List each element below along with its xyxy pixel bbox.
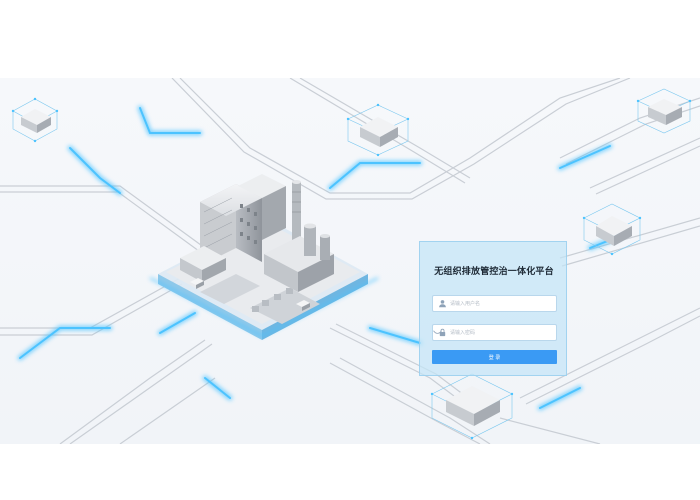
- username-field[interactable]: [432, 295, 557, 312]
- pipe-lines: [0, 78, 700, 444]
- login-button[interactable]: 登 录: [432, 350, 557, 364]
- username-input[interactable]: [450, 296, 540, 311]
- device-node-right: [582, 203, 642, 256]
- login-panel: 无组织排放管控治一体化平台 登 录: [419, 241, 567, 376]
- eye-icon[interactable]: [433, 329, 442, 336]
- device-node-top-left: [11, 97, 59, 143]
- password-input[interactable]: [450, 325, 540, 340]
- device-node-bottom: [430, 373, 514, 440]
- network-illustration: [0, 78, 700, 444]
- device-node-top-right: [636, 88, 692, 134]
- user-icon: [439, 300, 446, 308]
- password-field[interactable]: [432, 324, 557, 341]
- isometric-background-scene: 无组织排放管控治一体化平台 登 录: [0, 78, 700, 444]
- device-node-top-center: [346, 103, 410, 157]
- lock-icon: [439, 328, 446, 337]
- factory-buildings: [180, 174, 334, 311]
- platform-title: 无组织排放管控治一体化平台: [434, 267, 554, 277]
